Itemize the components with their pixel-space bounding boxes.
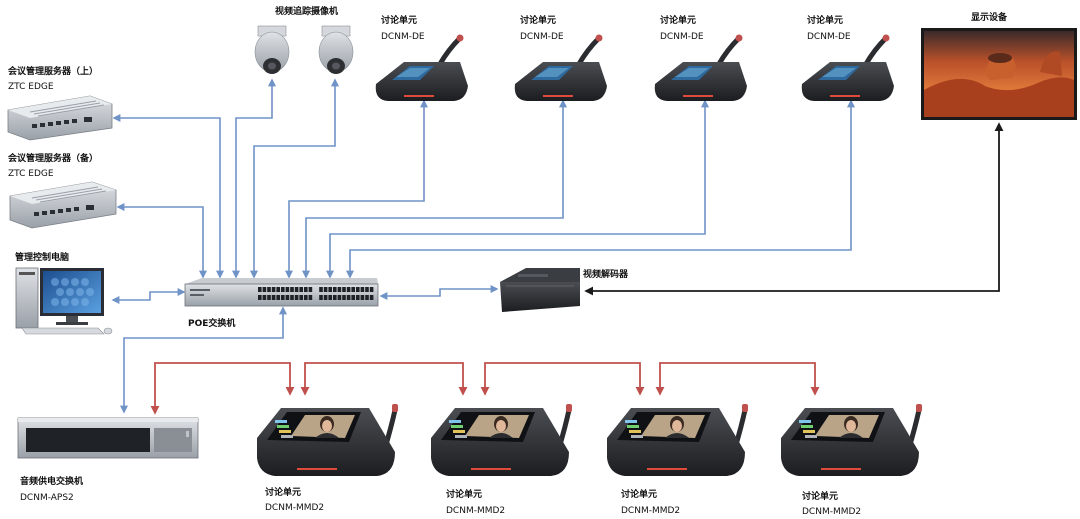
control-pc-device	[15, 267, 113, 335]
link-top-unit-4	[346, 99, 855, 279]
link-server-backup	[116, 203, 207, 279]
cameras-label: 视频追踪摄像机	[275, 7, 339, 17]
chain-unit-2-to-3	[480, 362, 645, 396]
bottom-unit-4-device	[781, 404, 922, 476]
bottom-unit-2-model: DCNM-MMD2	[446, 506, 506, 516]
video-decoder-label: 视频解码器	[583, 270, 629, 280]
link-video-decoder	[379, 285, 499, 300]
top-unit-1-label: 讨论单元	[381, 16, 418, 26]
top-unit-2-device	[514, 34, 607, 101]
camera-2-device	[318, 25, 354, 74]
control-pc-label: 管理控制电脑	[15, 253, 70, 263]
top-unit-4-model: DCNM-DE	[807, 32, 851, 42]
top-unit-1-model: DCNM-DE	[381, 32, 425, 42]
top-unit-3-device	[654, 34, 747, 101]
link-server-primary	[112, 114, 224, 279]
top-unit-2-label: 讨论单元	[520, 16, 557, 26]
chain-aps-to-unit-1	[150, 362, 295, 415]
poe-switch-label: POE交换机	[188, 319, 236, 329]
link-power-switch	[120, 306, 287, 414]
poe-switch-device	[184, 278, 379, 307]
top-unit-1-device	[375, 34, 468, 101]
bottom-unit-4-label: 讨论单元	[802, 492, 839, 502]
server-backup-label: 会议管理服务器（备）	[8, 154, 99, 164]
top-unit-2-model: DCNM-DE	[520, 32, 564, 42]
top-unit-3-label: 讨论单元	[660, 16, 697, 26]
bottom-unit-3-model: DCNM-MMD2	[621, 506, 681, 516]
bottom-unit-1-device	[257, 404, 398, 476]
chain-unit-1-to-2	[300, 362, 468, 396]
power-switch-label: 音频供电交换机	[20, 477, 84, 487]
bottom-unit-2-device	[431, 404, 572, 476]
link-decoder-display	[584, 122, 1004, 296]
server-primary-model: ZTC EDGE	[8, 82, 54, 92]
bottom-unit-4-model: DCNM-MMD2	[802, 507, 862, 517]
bottom-unit-3-device	[607, 404, 748, 476]
display-device	[921, 28, 1077, 120]
server-primary-label: 会议管理服务器（上）	[8, 67, 99, 77]
server-backup-device	[9, 181, 117, 229]
server-primary-device	[7, 95, 113, 141]
top-unit-4-device	[801, 34, 894, 101]
camera-1-device	[254, 25, 290, 74]
bottom-unit-2-label: 讨论单元	[446, 490, 483, 500]
power-switch-model: DCNM-APS2	[20, 493, 74, 503]
server-backup-model: ZTC EDGE	[8, 169, 54, 179]
power-switch-device	[17, 417, 199, 459]
bottom-unit-1-label: 讨论单元	[265, 488, 302, 498]
daisy-chain-links	[150, 362, 820, 415]
link-camera-2	[250, 78, 339, 279]
top-unit-4-label: 讨论单元	[807, 16, 844, 26]
display-label: 显示设备	[971, 13, 1008, 23]
video-decoder-device	[500, 268, 580, 312]
chain-unit-3-to-4	[655, 362, 820, 396]
top-unit-3-model: DCNM-DE	[660, 32, 704, 42]
bottom-unit-3-label: 讨论单元	[621, 490, 658, 500]
bottom-unit-1-model: DCNM-MMD2	[265, 503, 325, 513]
link-control-pc	[111, 288, 186, 304]
